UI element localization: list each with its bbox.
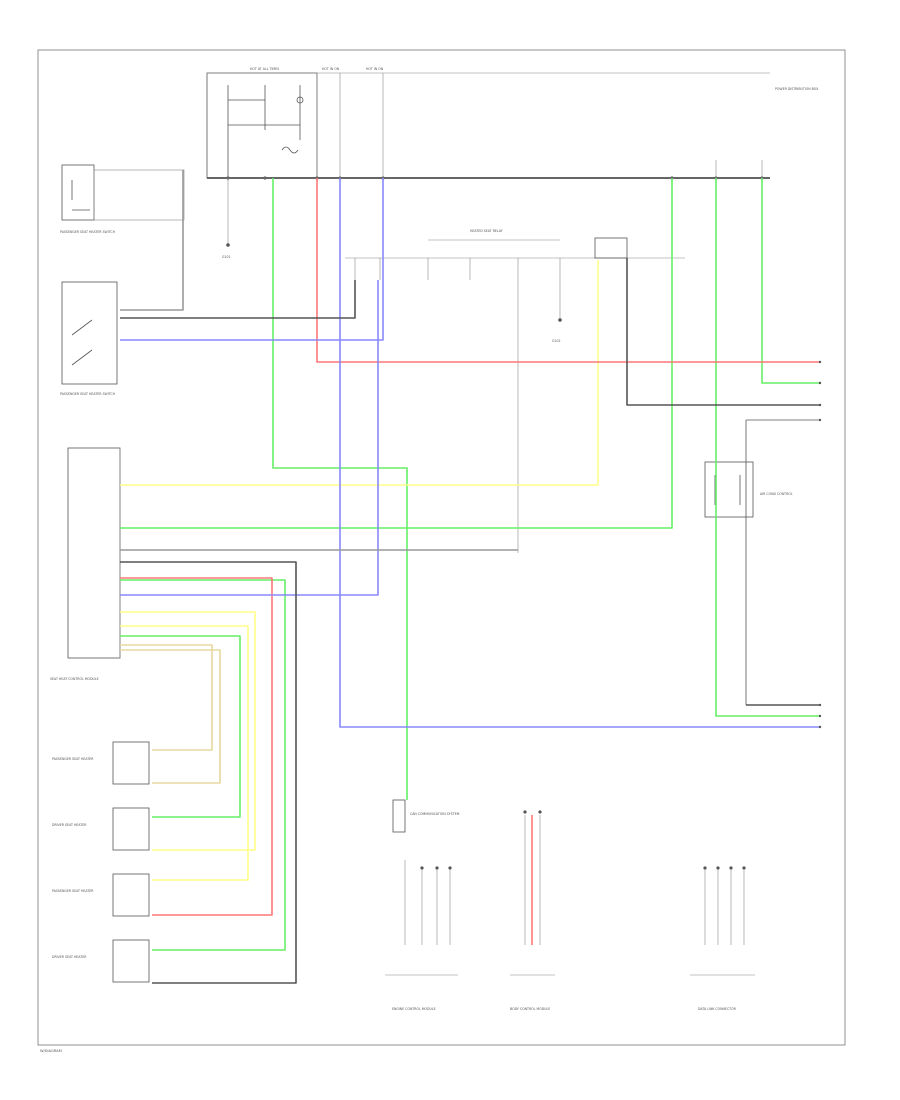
wire-gray-2	[120, 170, 184, 311]
wire-blue-3	[120, 280, 379, 596]
relay-label: HOT AT ALL TIMES	[250, 67, 279, 71]
svg-text:DATA LINK CONNECTOR: DATA LINK CONNECTOR	[698, 1007, 737, 1011]
svg-text:AIR COND CONTROL: AIR COND CONTROL	[760, 492, 793, 496]
wire-green-5	[120, 579, 286, 951]
heated-seat-relay: HEATED SEAT RELAY G102	[345, 229, 685, 553]
svg-text:HEATED SEAT RELAY: HEATED SEAT RELAY	[470, 229, 503, 233]
svg-text:G102: G102	[552, 339, 561, 343]
wire-blue-2	[339, 178, 820, 728]
diagram-frame	[37, 49, 846, 1046]
passenger-seat-switch-mid: PASSENGER SEAT HEATER SWITCH	[60, 281, 118, 396]
ecm-connector-pins	[420, 810, 746, 870]
relay-box: HOT AT ALL TIMES HOT IN ON HOT IN ON POW…	[206, 67, 819, 179]
wire-green-4	[715, 178, 820, 717]
ground-g101: G101	[222, 178, 231, 259]
svg-text:BODY CONTROL MODULE: BODY CONTROL MODULE	[510, 1007, 550, 1011]
right-terminals	[818, 360, 822, 729]
wire-red-2	[120, 577, 273, 916]
body-control-module: BODY CONTROL MODULE	[510, 815, 555, 1011]
wire-black-2	[626, 258, 820, 406]
wire-green-3	[761, 178, 820, 384]
fuse-b-label: HOT IN ON	[366, 67, 384, 71]
svg-text:DRIVER SEAT HEATER: DRIVER SEAT HEATER	[52, 823, 87, 827]
power-dist-label: POWER DISTRIBUTION BOX	[775, 87, 819, 91]
svg-text:G101: G101	[222, 255, 231, 259]
wire-green-2	[120, 178, 673, 529]
wire-black-1	[120, 280, 356, 319]
wire-green-6	[120, 635, 241, 818]
svg-text:ENGINE CONTROL MODULE: ENGINE CONTROL MODULE	[392, 1007, 436, 1011]
svg-text:PASSENGER SEAT HEATER SWITCH: PASSENGER SEAT HEATER SWITCH	[60, 392, 116, 396]
seat-heater-2: DRIVER SEAT HEATER	[52, 807, 150, 851]
engine-control-module: CAN COMMUNICATION SYSTEM ENGINE CONTROL …	[385, 799, 460, 1011]
svg-text:SEAT HEAT CONTROL MODULE: SEAT HEAT CONTROL MODULE	[50, 677, 99, 681]
passenger-seat-switch-top: PASSENGER SEAT HEATER SWITCH	[60, 164, 185, 234]
data-link-connector: DATA LINK CONNECTOR	[690, 870, 755, 1011]
seat-heater-3: PASSENGER SEAT HEATER	[52, 873, 150, 917]
svg-text:PASSENGER SEAT HEATER SWITCH: PASSENGER SEAT HEATER SWITCH	[60, 230, 116, 234]
seat-heater-1: PASSENGER SEAT HEATER	[52, 741, 150, 785]
wire-yellow-3	[120, 625, 249, 881]
svg-text:PASSENGER SEAT HEATER: PASSENGER SEAT HEATER	[52, 757, 94, 761]
wire-blue-1	[120, 178, 384, 341]
wire-yellow-2	[120, 611, 256, 851]
fuse-a-label: HOT IN ON	[322, 67, 340, 71]
wire-yellow-1	[120, 260, 599, 486]
svg-text:DRIVER SEAT HEATER: DRIVER SEAT HEATER	[52, 955, 87, 959]
air-cond-control: AIR COND CONTROL	[704, 461, 793, 518]
wire-tan-2	[120, 644, 213, 751]
svg-text:PASSENGER SEAT HEATER: PASSENGER SEAT HEATER	[52, 889, 94, 893]
wire-red-1	[316, 178, 820, 363]
wire-tan-1	[120, 649, 221, 784]
wire-black-3	[120, 561, 297, 984]
svg-text:CAN COMMUNICATION SYSTEM: CAN COMMUNICATION SYSTEM	[410, 812, 460, 816]
seat-heat-control-module: SEAT HEAT CONTROL MODULE	[50, 447, 121, 681]
footer-code: W/DIAGRAM	[40, 1049, 62, 1053]
seat-heater-4: DRIVER SEAT HEATER	[52, 939, 150, 983]
